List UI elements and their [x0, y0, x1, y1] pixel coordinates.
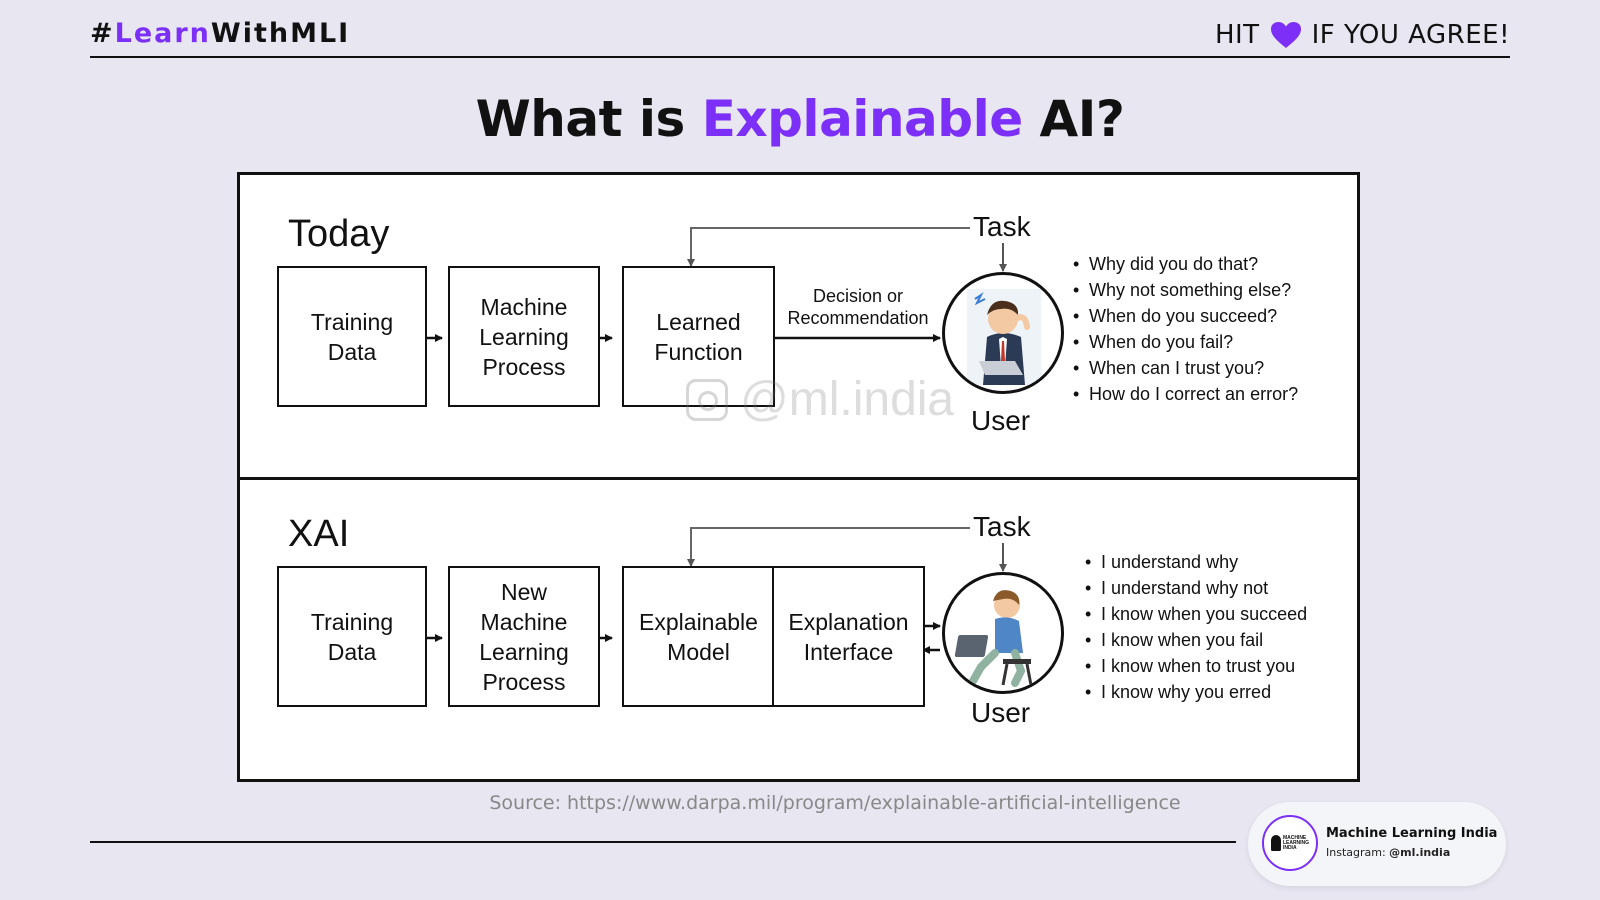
box-xai-training-data: Training Data	[277, 566, 427, 707]
today-questions: Why did you do that? Why not something e…	[1073, 251, 1298, 407]
hashtag-accent: Learn	[114, 18, 211, 49]
today-task-label: Task	[973, 211, 1031, 242]
statement-item: I know why you erred	[1085, 679, 1307, 705]
today-user-label: User	[971, 405, 1031, 436]
bottom-divider	[90, 841, 1236, 843]
hashtag-rest: WithMLI	[210, 18, 351, 49]
statement-item: I understand why not	[1085, 575, 1307, 601]
agree-right-text: IF YOU AGREE!	[1311, 20, 1510, 50]
section-label-xai: XAI	[288, 513, 350, 555]
statement-item: I understand why	[1085, 549, 1307, 575]
question-item: When can I trust you?	[1073, 355, 1298, 381]
heart-icon	[1270, 22, 1301, 48]
title-part-2: AI?	[1022, 90, 1125, 148]
source-citation: Source: https://www.darpa.mil/program/ex…	[489, 792, 1181, 814]
xai-user-figure	[942, 572, 1064, 694]
today-user-figure	[942, 272, 1064, 394]
watermark-text: @ml.india	[740, 373, 955, 426]
brand-card: MACHINE LEARNING INDIA Machine Learning …	[1248, 802, 1506, 886]
instagram-icon	[686, 378, 728, 421]
decision-label: Decision or Recommendation	[787, 286, 929, 328]
hashtag-prefix: #	[90, 18, 115, 49]
head-silhouette-icon	[1270, 835, 1281, 851]
watermark: @ml.india	[686, 372, 954, 427]
agree-banner: HIT IF YOU AGREE!	[1215, 20, 1510, 50]
brand-logo: MACHINE LEARNING INDIA	[1262, 815, 1318, 871]
title-accent: Explainable	[701, 90, 1023, 148]
xai-task-loop	[687, 527, 970, 567]
xai-diagram: Today Training Data Machine Learning Pro…	[237, 172, 1360, 782]
section-divider	[240, 477, 1357, 480]
question-item: Why not something else?	[1073, 277, 1298, 303]
today-task-loop	[687, 227, 970, 267]
statement-item: I know when to trust you	[1085, 653, 1307, 679]
page-title: What is Explainable AI?	[0, 90, 1600, 148]
box-learned-function: Learned Function	[622, 266, 775, 407]
box-explanation-interface: Explanation Interface	[772, 566, 925, 707]
agree-left-text: HIT	[1214, 20, 1260, 50]
brand-handle-value: @ml.india	[1389, 846, 1451, 859]
hashtag-label: #LearnWithMLI	[90, 18, 350, 49]
question-item: Why did you do that?	[1073, 251, 1298, 277]
box-explainable-model: Explainable Model	[622, 566, 775, 707]
title-part-1: What is	[475, 90, 702, 148]
box-machine-learning-process: Machine Learning Process	[448, 266, 600, 407]
xai-statements: I understand why I understand why not I …	[1085, 549, 1307, 705]
brand-logo-text: MACHINE LEARNING INDIA	[1282, 834, 1310, 851]
section-label-today: Today	[288, 213, 390, 255]
question-item: How do I correct an error?	[1073, 381, 1298, 407]
brand-handle: Instagram: @ml.india	[1326, 846, 1450, 859]
question-item: When do you fail?	[1073, 329, 1298, 355]
brand-name: Machine Learning India	[1326, 826, 1498, 841]
statement-item: I know when you succeed	[1085, 601, 1307, 627]
happy-user-icon	[951, 585, 1055, 687]
xai-user-label: User	[971, 697, 1031, 728]
box-training-data: Training Data	[277, 266, 427, 407]
confused-user-icon	[967, 289, 1041, 385]
statement-item: I know when you fail	[1085, 627, 1307, 653]
top-divider	[90, 56, 1510, 58]
box-new-ml-process: New Machine Learning Process	[448, 566, 600, 707]
xai-task-label: Task	[973, 511, 1031, 542]
question-item: When do you succeed?	[1073, 303, 1298, 329]
brand-handle-prefix: Instagram:	[1326, 846, 1390, 859]
